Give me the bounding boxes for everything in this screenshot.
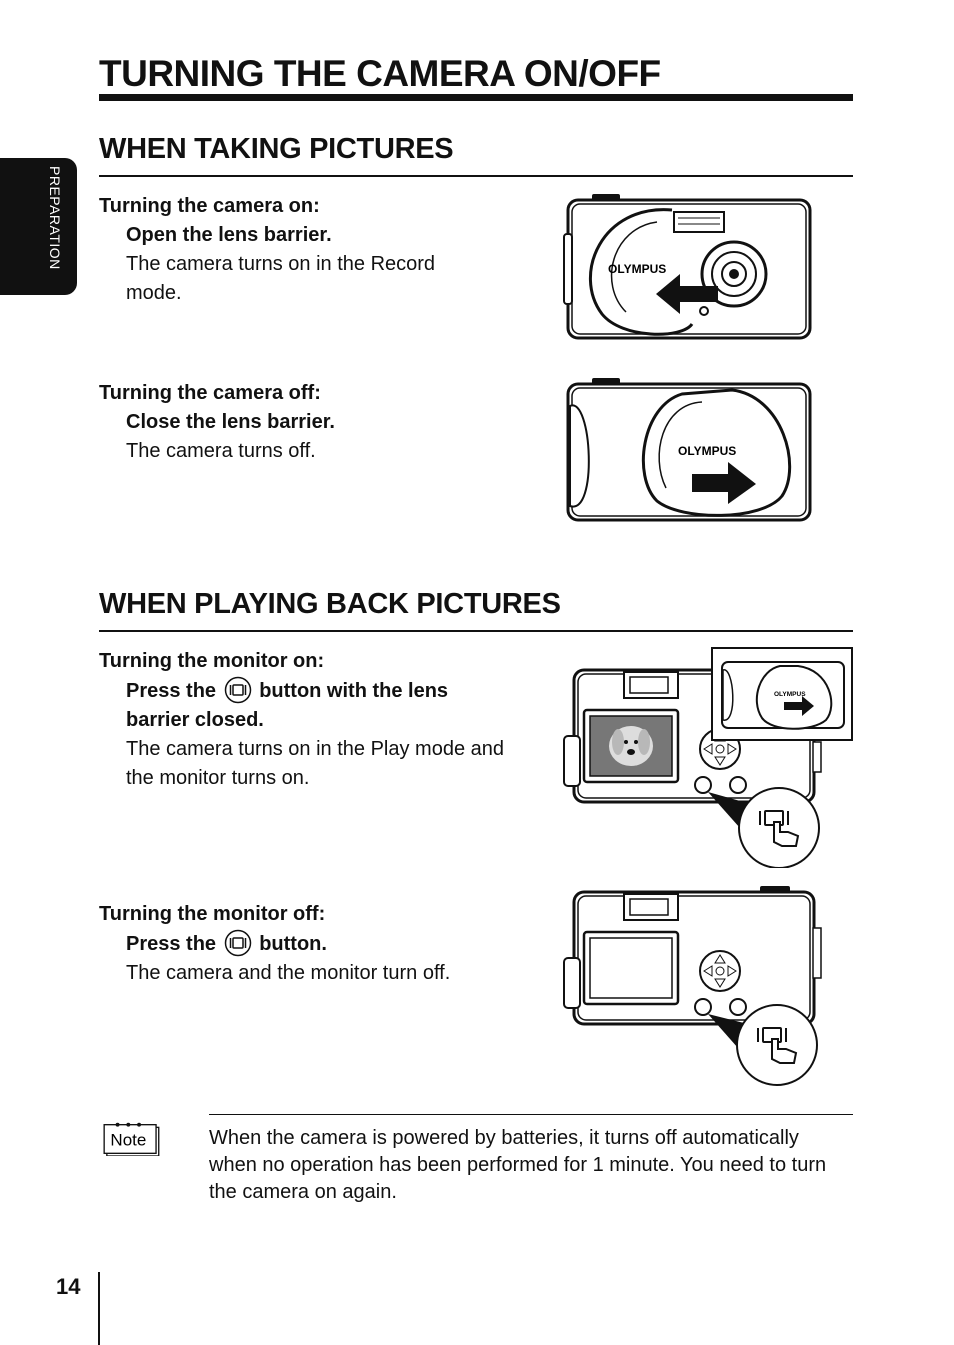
- title-rule: [99, 94, 853, 101]
- monitor-off-result: The camera and the monitor turn off.: [126, 962, 451, 984]
- taking-rule: [99, 175, 853, 177]
- playback-heading: WHEN PLAYING BACK PICTURES: [99, 588, 561, 620]
- monitor-on-instruction-pre: Press the: [126, 680, 217, 702]
- brand-logo-open: OLYMPUS: [608, 262, 666, 276]
- monitor-on-label: Turning the monitor on:: [99, 650, 325, 672]
- camera-on-instruction: Open the lens barrier.: [126, 224, 332, 246]
- monitor-button-icon: [224, 929, 251, 957]
- note-rule: [209, 1114, 853, 1115]
- camera-on-label: Turning the camera on:: [99, 195, 320, 217]
- monitor-on-block: Turning the monitor on: Press the button…: [99, 647, 539, 793]
- taking-heading: WHEN TAKING PICTURES: [99, 133, 454, 165]
- monitor-off-block: Turning the monitor off: Press the butto…: [99, 900, 539, 988]
- brand-logo-closed: OLYMPUS: [678, 444, 736, 458]
- camera-off-result: The camera turns off.: [126, 440, 316, 462]
- camera-back-monitor-off-illustration: [563, 886, 822, 1086]
- section-side-tab: PREPARATION: [0, 158, 77, 295]
- monitor-off-instruction: Press the button.: [99, 929, 539, 959]
- camera-back-monitor-on-illustration: OLYMPUS: [563, 647, 853, 868]
- monitor-on-result: The camera turns on in the Play mode and…: [126, 738, 504, 789]
- playback-rule: [99, 630, 853, 632]
- page-number: 14: [56, 1274, 81, 1299]
- brand-logo-inset: OLYMPUS: [774, 691, 806, 698]
- monitor-on-instruction-post: button with the lens barrier closed.: [126, 680, 449, 731]
- note-text: When the camera is powered by batteries,…: [209, 1127, 827, 1203]
- page-number-rule: [98, 1272, 100, 1345]
- monitor-button-icon: [224, 676, 251, 704]
- page-title: TURNING THE CAMERA ON/OFF: [99, 53, 661, 94]
- note-label: Note: [110, 1130, 146, 1149]
- monitor-off-label: Turning the monitor off:: [99, 903, 326, 925]
- monitor-off-instruction-pre: Press the: [126, 933, 217, 955]
- camera-on-block: Turning the camera on: Open the lens bar…: [99, 192, 539, 308]
- camera-off-block: Turning the camera off: Close the lens b…: [99, 379, 539, 466]
- camera-open-barrier-illustration: OLYMPUS: [563, 194, 812, 340]
- camera-on-result: The camera turns on in the Record mode.: [126, 253, 436, 304]
- camera-off-instruction: Close the lens barrier.: [126, 411, 335, 433]
- camera-off-label: Turning the camera off:: [99, 382, 321, 404]
- side-tab-label: PREPARATION: [47, 166, 63, 270]
- monitor-off-instruction-post: button.: [259, 933, 327, 955]
- monitor-on-instruction: Press the button with the lens barrier c…: [99, 676, 506, 735]
- note-icon: Note: [103, 1122, 160, 1156]
- camera-close-barrier-illustration: OLYMPUS: [566, 378, 812, 522]
